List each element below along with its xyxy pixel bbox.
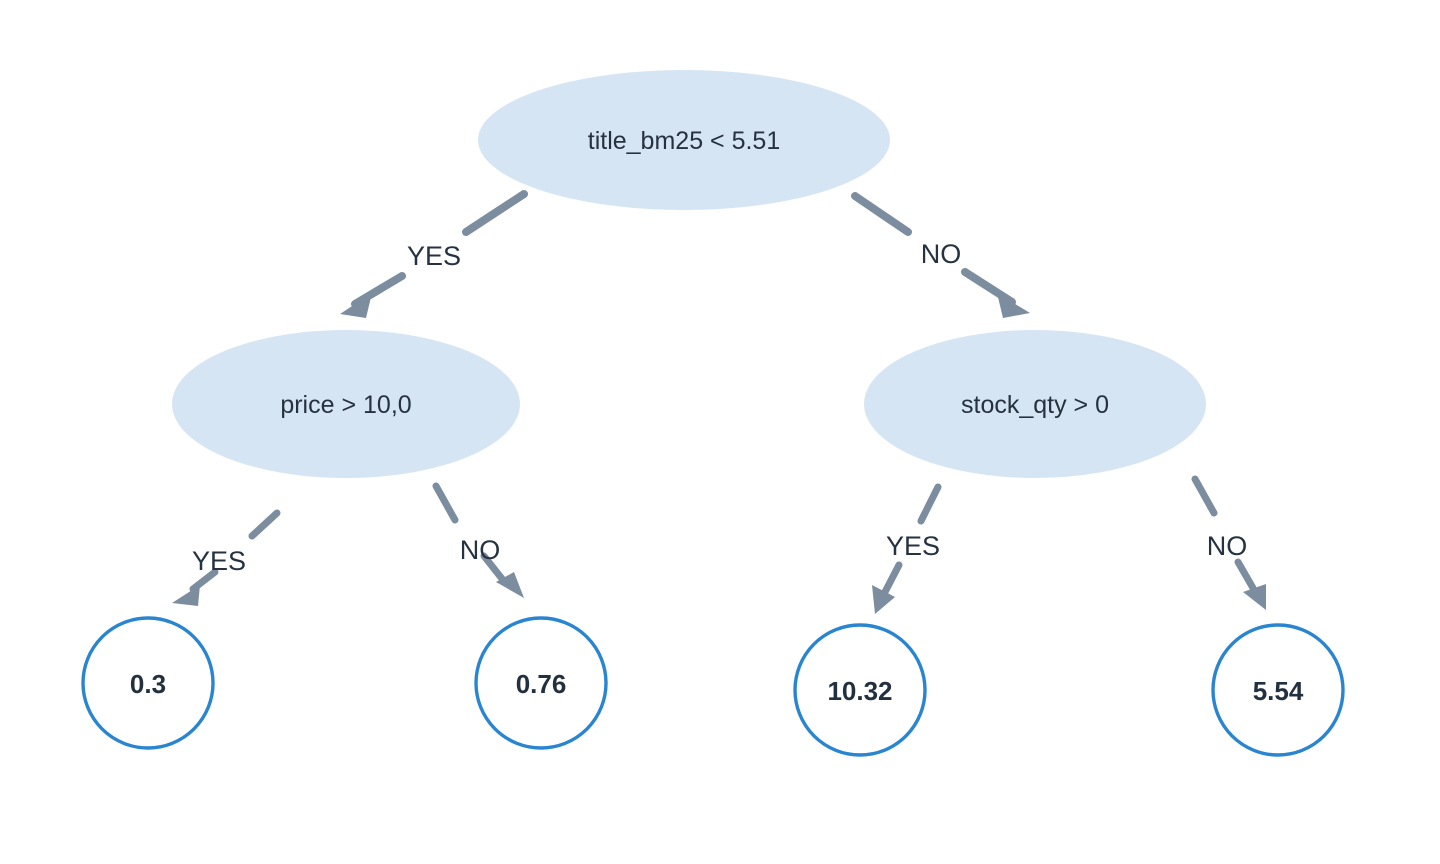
edge-segment-lower: [189, 568, 219, 593]
edge-root-to-left: YES: [340, 190, 528, 318]
arrowhead-icon: [172, 585, 200, 606]
node-shape-circle: [81, 616, 215, 750]
leaf-node-3[interactable]: 10.32: [793, 623, 927, 757]
leaf-value: 5.54: [1253, 676, 1304, 706]
decision-node-price[interactable]: price > 10,0: [172, 330, 520, 478]
node-label: price > 10,0: [280, 391, 411, 419]
node-shape-ellipse: [864, 330, 1206, 478]
edge-root-to-right: NO: [851, 192, 1030, 318]
edge-label-no: NO: [921, 239, 962, 269]
node-shape-circle: [793, 623, 927, 757]
edge-segment-lower: [881, 561, 903, 596]
node-shape-circle: [474, 616, 608, 750]
leaf-value: 0.3: [130, 669, 166, 699]
edge-segment-upper: [851, 192, 912, 236]
leaf-node-1[interactable]: 0.3: [81, 616, 215, 750]
decision-node-stock-qty[interactable]: stock_qty > 0: [864, 330, 1206, 478]
edge-label-yes: YES: [407, 241, 461, 271]
edge-label-no: NO: [460, 535, 501, 565]
edge-segment-upper: [1191, 475, 1218, 517]
edge-segment-upper: [462, 190, 528, 236]
leaf-value: 0.76: [516, 669, 567, 699]
edge-segment-upper: [432, 482, 459, 524]
edge-right-to-leaf3: YES: [872, 483, 942, 614]
edge-segment-upper: [917, 483, 942, 525]
edge-right-to-leaf4: NO: [1191, 475, 1266, 610]
leaf-node-2[interactable]: 0.76: [474, 616, 608, 750]
edge-left-to-leaf1: YES: [172, 509, 281, 606]
decision-node-root[interactable]: title_bm25 < 5.51: [478, 70, 890, 210]
arrowhead-icon: [872, 585, 895, 614]
leaf-value: 10.32: [827, 676, 892, 706]
arrowhead-icon: [340, 293, 372, 318]
arrowhead-icon: [1243, 584, 1266, 610]
edge-segment-lower: [1234, 558, 1257, 592]
edge-label-no: NO: [1207, 531, 1248, 561]
node-shape-ellipse: [478, 70, 890, 210]
edge-segment-upper: [248, 509, 281, 540]
edge-left-to-leaf2: NO: [432, 482, 524, 598]
node-label: stock_qty > 0: [961, 391, 1109, 419]
edge-segment-lower: [480, 552, 507, 584]
node-shape-ellipse: [172, 330, 520, 478]
edge-label-yes: YES: [886, 531, 940, 561]
arrowhead-icon: [997, 293, 1030, 318]
leaf-node-4[interactable]: 5.54: [1211, 623, 1345, 757]
edge-segment-lower: [961, 268, 1016, 306]
node-label: title_bm25 < 5.51: [588, 127, 781, 155]
node-shape-circle: [1211, 623, 1345, 757]
edge-label-yes: YES: [192, 546, 246, 576]
arrowhead-icon: [496, 572, 524, 598]
